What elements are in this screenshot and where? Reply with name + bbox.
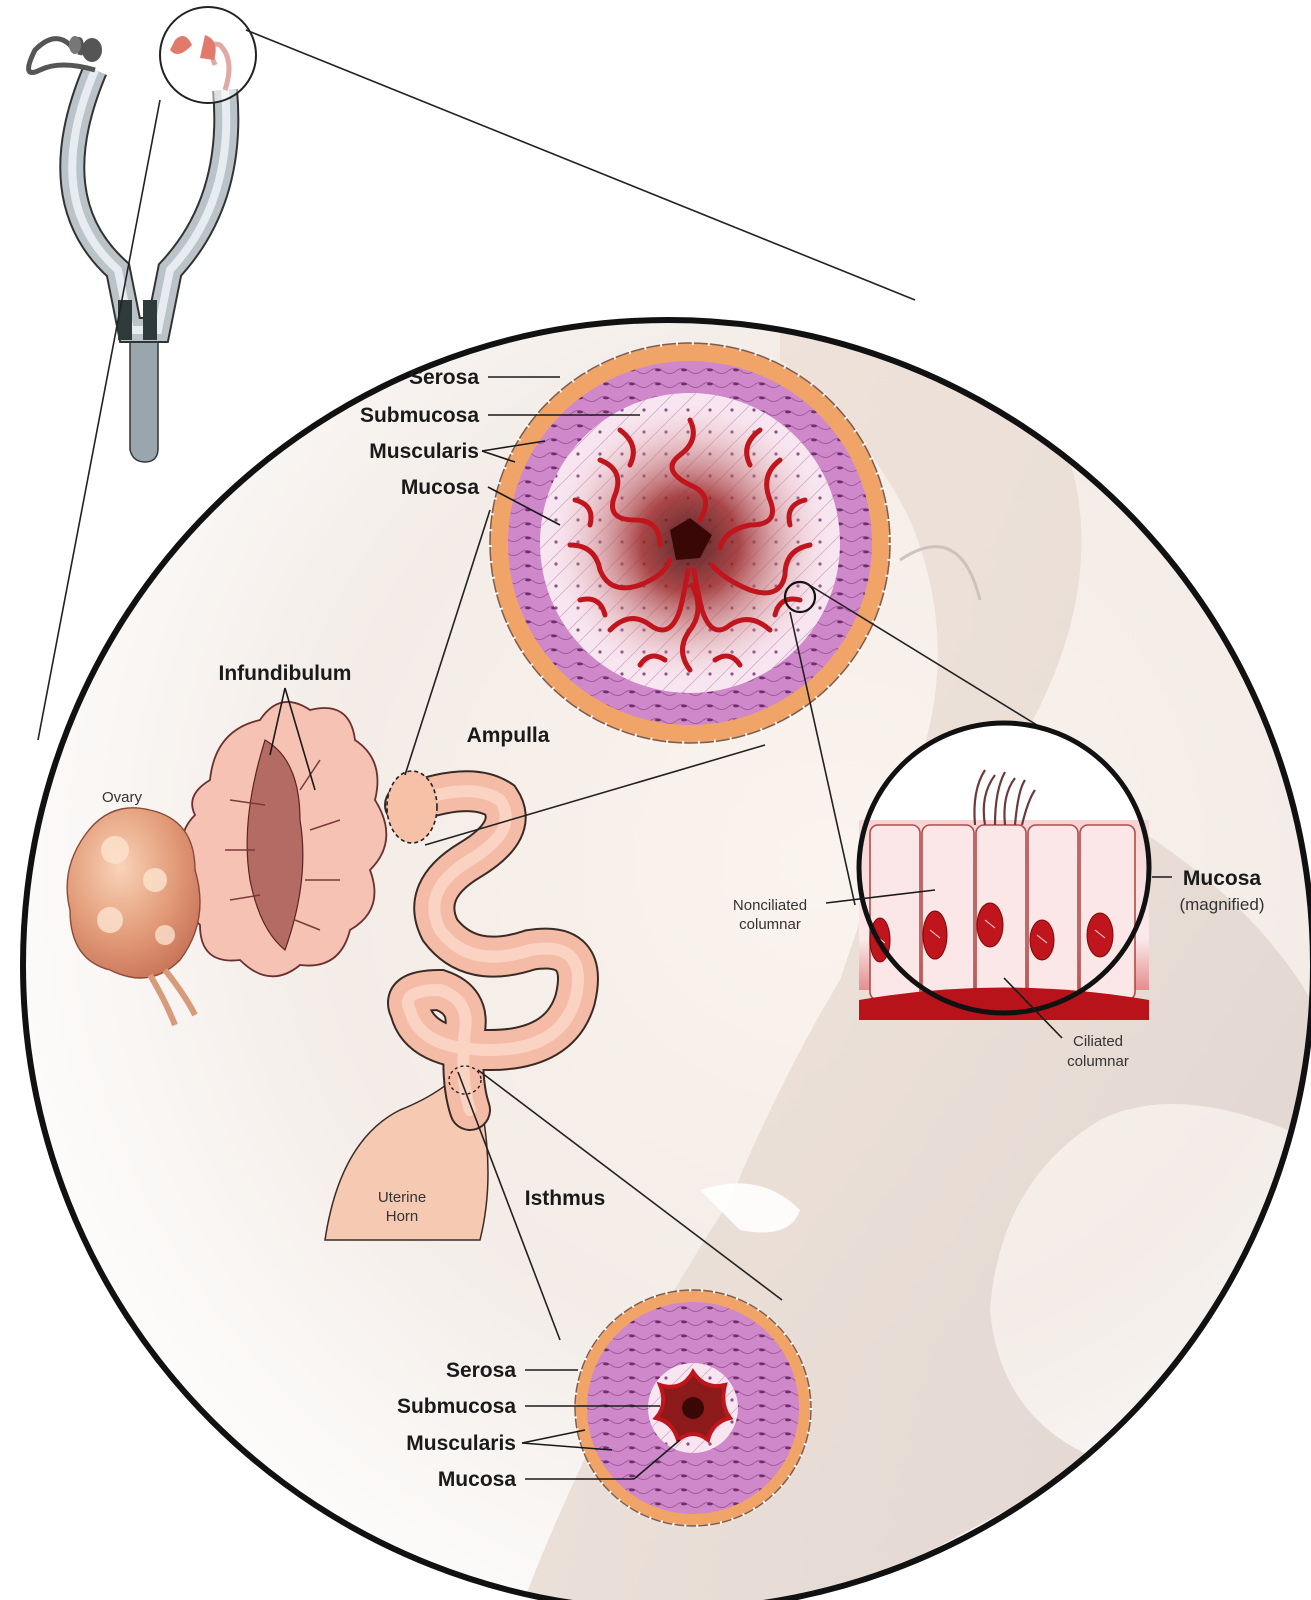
label-ampulla-submucosa: Submucosa [360, 404, 479, 427]
label-isthmus-muscularis: Muscularis [406, 1432, 516, 1455]
ciliated-leader [1003, 977, 1063, 1039]
label-ciliated-line2: columnar [1067, 1053, 1129, 1070]
mucosa-zoom-marker [783, 580, 817, 614]
infundibulum-leader-1 [269, 687, 286, 756]
zoom-projection-line-left [37, 99, 161, 741]
mucosa-projection-line-bottom [789, 611, 856, 906]
label-nonciliated-line1: Nonciliated [733, 897, 807, 914]
label-nonciliated-line2: columnar [739, 916, 801, 933]
label-ampulla-muscularis: Muscularis [369, 440, 479, 463]
ampulla-cross-section [488, 341, 892, 745]
ampulla-mucosal-folds [567, 417, 813, 673]
ampulla-lumen [670, 518, 712, 560]
label-magnified: (magnified) [1179, 895, 1264, 914]
ovary [66, 807, 201, 1027]
label-isthmus: Isthmus [525, 1187, 606, 1210]
isthmus-cross-section [573, 1288, 813, 1528]
label-isthmus-mucosa: Mucosa [438, 1468, 517, 1491]
label-ampulla-mucosa: Mucosa [401, 476, 480, 499]
label-ovary: Ovary [102, 789, 143, 806]
label-uterine-horn-line1: Uterine [378, 1189, 426, 1206]
overview-zoomed-oviduct [170, 35, 216, 60]
label-isthmus-serosa: Serosa [446, 1359, 516, 1382]
label-ampulla: Ampulla [467, 724, 550, 747]
ampulla-projection-line-bottom [424, 744, 766, 846]
isthmus-projection-line-left [457, 1071, 561, 1341]
label-mucosa-magnified: Mucosa [1183, 867, 1262, 890]
cilia [973, 769, 1036, 826]
label-ampulla-serosa: Serosa [409, 366, 479, 389]
isthmus-projection-line-right [477, 1069, 783, 1301]
label-isthmus-submucosa: Submucosa [397, 1395, 516, 1418]
infundibulum-leader-2 [284, 687, 316, 791]
nonciliated-leader [825, 889, 936, 904]
infundibulum-fimbriae [181, 701, 388, 978]
label-ciliated-line1: Ciliated [1073, 1033, 1123, 1050]
ampulla-projection-line-top [404, 509, 491, 776]
magnified-view-circle-outline [20, 317, 1311, 1600]
zoom-projection-line-right [245, 29, 916, 301]
ampulla-section-marker [386, 770, 438, 844]
ampulla-labels: Serosa Submucosa Muscularis Mucosa [360, 366, 640, 526]
isthmus-section-marker [448, 1065, 482, 1095]
label-uterine-horn-line2: Horn [386, 1208, 419, 1225]
mucosa-magnified-circle [856, 720, 1152, 1020]
mucosa-projection-line-top [805, 582, 1046, 731]
isthmus-labels: Serosa Submucosa Muscularis Mucosa [397, 1359, 681, 1491]
label-infundibulum: Infundibulum [219, 662, 352, 685]
